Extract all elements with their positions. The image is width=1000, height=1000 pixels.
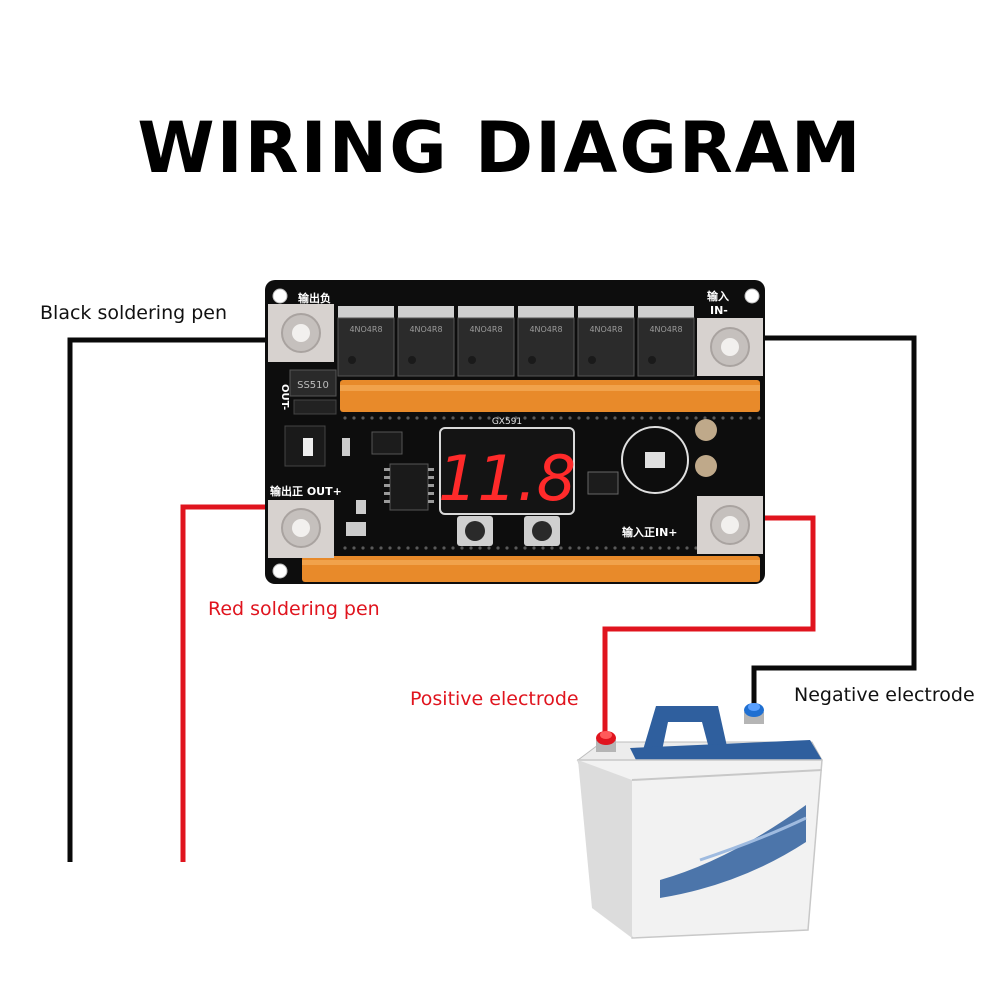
red-wire-pen — [180, 504, 290, 862]
button-left — [457, 516, 493, 546]
out-negative-terminal — [268, 304, 334, 362]
black-pen-label: Black soldering pen — [40, 302, 228, 324]
in-pos-label: 输入正IN+ — [622, 525, 678, 539]
board-model-label: GX591 — [492, 417, 522, 427]
mosfet-label: 4NO4R8 — [349, 325, 382, 334]
mosfet-label: 4NO4R8 — [409, 325, 442, 334]
red-pen-label: Red soldering pen — [208, 598, 380, 620]
in-negative-terminal — [697, 318, 763, 376]
mosfet: 4NO4R8 — [457, 306, 515, 377]
diagram-title: WIRING DIAGRAM — [137, 107, 863, 189]
mosfet-label: 4NO4R8 — [469, 325, 502, 334]
mosfet: 4NO4R8 — [517, 306, 575, 377]
in-positive-terminal — [697, 496, 763, 554]
out-neg-short-label: OUT- — [279, 384, 290, 410]
mosfet-label: 4NO4R8 — [649, 325, 682, 334]
diode-ss510: SS510 — [289, 369, 337, 397]
in-neg-label: 输入 — [707, 289, 729, 303]
positive-terminal — [596, 731, 616, 752]
negative-terminal — [744, 703, 764, 724]
display-reading: 11.8 — [438, 442, 576, 515]
out-neg-label: 输出负 — [298, 291, 331, 305]
red-wire-battery — [602, 515, 816, 735]
positive-electrode-label: Positive electrode — [410, 688, 579, 710]
copper-bus-top — [340, 380, 760, 412]
mosfet-label: 4NO4R8 — [529, 325, 562, 334]
copper-bus-bottom — [302, 556, 760, 582]
button-right — [524, 516, 560, 546]
spot-welder-board: 4NO4R8 4NO4R8 4NO4R8 4NO4R8 4NO4R8 4NO4R8 — [265, 280, 765, 584]
mosfet-label: 4NO4R8 — [589, 325, 622, 334]
out-positive-terminal — [268, 500, 334, 558]
black-wire-pen — [67, 337, 285, 862]
car-battery — [576, 703, 823, 939]
black-wire-battery — [748, 335, 917, 705]
out-pos-label: 输出正 OUT+ — [270, 484, 342, 498]
mosfet: 4NO4R8 — [637, 306, 695, 377]
mosfet: 4NO4R8 — [577, 306, 635, 377]
led-display: GX591 11.8 — [438, 417, 576, 515]
diode-label: SS510 — [297, 380, 329, 391]
in-neg-label-2: IN- — [710, 304, 728, 317]
mosfet: 4NO4R8 — [337, 306, 395, 377]
mosfet: 4NO4R8 — [397, 306, 455, 377]
negative-electrode-label: Negative electrode — [794, 684, 975, 706]
